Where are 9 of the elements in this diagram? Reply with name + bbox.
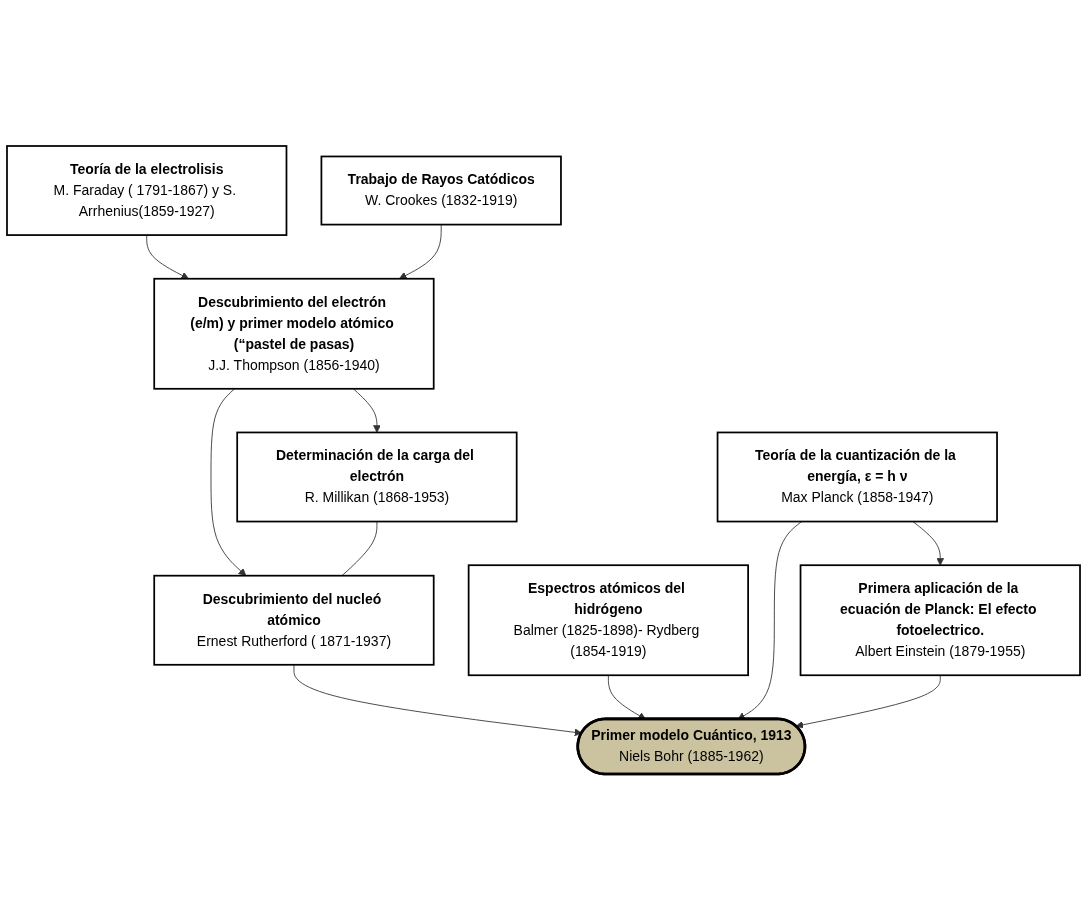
node-box: Descubrimiento del nucleó atómico Ernest Rutherford ( 1871-1937) — [153, 574, 435, 666]
connector — [341, 521, 378, 577]
node-box: Trabajo de Rayos Catódicos W. Crookes (1832-1919) — [320, 155, 562, 226]
node-box: Teoría de la electrolisis M. Faraday ( 1791-1867) y S. Arrhenius(1859-1927) — [6, 145, 288, 236]
node-box: Descubrimiento del electrón (e/m) y primer modelo atómico (“pastel de pasas) J.J. Thompson (1856-1940) — [153, 277, 435, 390]
node-box: Primera aplicación de la ecuación de Planck: El efecto fotoelectrico. Albert Einstein (1879-1955) — [799, 564, 1081, 677]
node-box: Teoría de la cuantización de la energía, ε = h ν Max Planck (1858-1947) — [716, 431, 998, 523]
node-box: Espectros atómicos del hidrógeno Balmer (1825-1898)- Rydberg (1854-1919) — [467, 564, 749, 677]
node-box: Determinación de la carga del electrón R. Millikan (1868-1953) — [236, 431, 518, 523]
